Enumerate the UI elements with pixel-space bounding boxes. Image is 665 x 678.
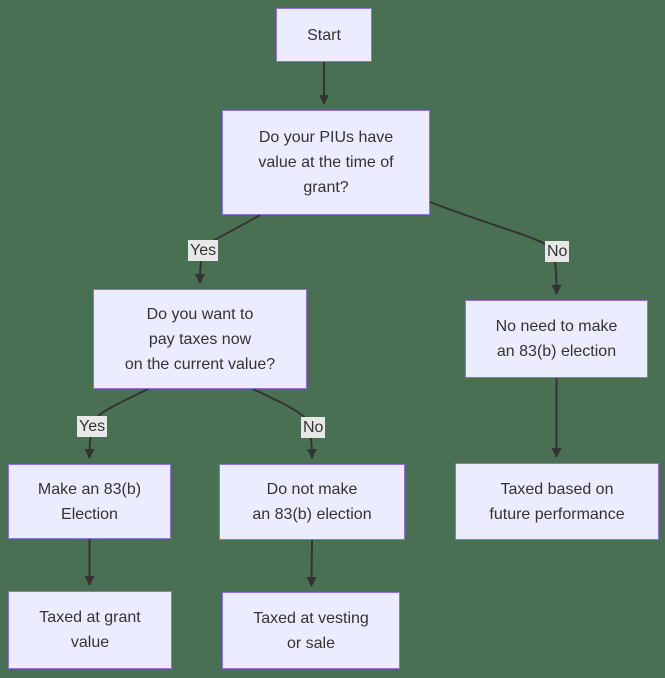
flowchart-node-start: Start	[276, 8, 372, 62]
edge-label-yes: Yes	[77, 416, 108, 437]
edge-label-no: No	[301, 417, 326, 438]
flowchart-node-no-need-83b: No need to make an 83(b) election	[465, 300, 648, 378]
node-label-line: an 83(b) election	[496, 343, 617, 360]
flowchart-node-taxed-future-performance: Taxed based on future performance	[455, 463, 659, 540]
edge-label-no: No	[545, 241, 570, 262]
node-label-line: Start	[307, 26, 341, 44]
node-label-line: Taxed based on	[500, 480, 614, 498]
flowchart-node-question-pay-taxes-now: Do you want to pay taxes now on the curr…	[93, 289, 307, 389]
node-label-line: Do not make	[266, 481, 358, 498]
edge-label-yes: Yes	[188, 240, 219, 261]
node-label-line: future performance	[489, 505, 625, 523]
node-label-line: Taxed at vesting	[253, 609, 369, 627]
flowchart-node-make-83b: Make an 83(b) Election	[8, 464, 171, 539]
flowchart-node-question-value-at-grant: Do your PIUs have value at the time of g…	[222, 110, 430, 215]
flowchart-node-taxed-at-grant-value: Taxed at grant value	[8, 591, 172, 669]
node-label-line: value	[70, 634, 110, 651]
node-label-line: an 83(b) election	[252, 506, 372, 523]
node-label-line: Election	[61, 505, 118, 523]
node-label-line: or sale	[286, 634, 336, 652]
node-label-line: Do your PIUs have	[258, 129, 394, 146]
node-label-line: No need to make	[495, 318, 618, 335]
node-label-line: on the current value?	[124, 355, 276, 373]
edge-donot-to-taxedvesting	[306, 539, 317, 587]
edge-q1-no-to-noneed	[429, 201, 562, 295]
node-label-line: Do you want to	[146, 305, 254, 323]
node-label-line: Taxed at grant	[39, 609, 141, 626]
flowchart-node-do-not-make-83b: Do not make an 83(b) election	[219, 464, 405, 540]
node-label-line: pay taxes now	[148, 330, 252, 348]
node-label-line: grant?	[303, 179, 349, 196]
node-label-line: Make an 83(b)	[37, 480, 142, 498]
flowchart-node-taxed-at-vesting-or-sale: Taxed at vesting or sale	[222, 592, 400, 669]
node-label-line: value at the time of	[258, 154, 394, 171]
